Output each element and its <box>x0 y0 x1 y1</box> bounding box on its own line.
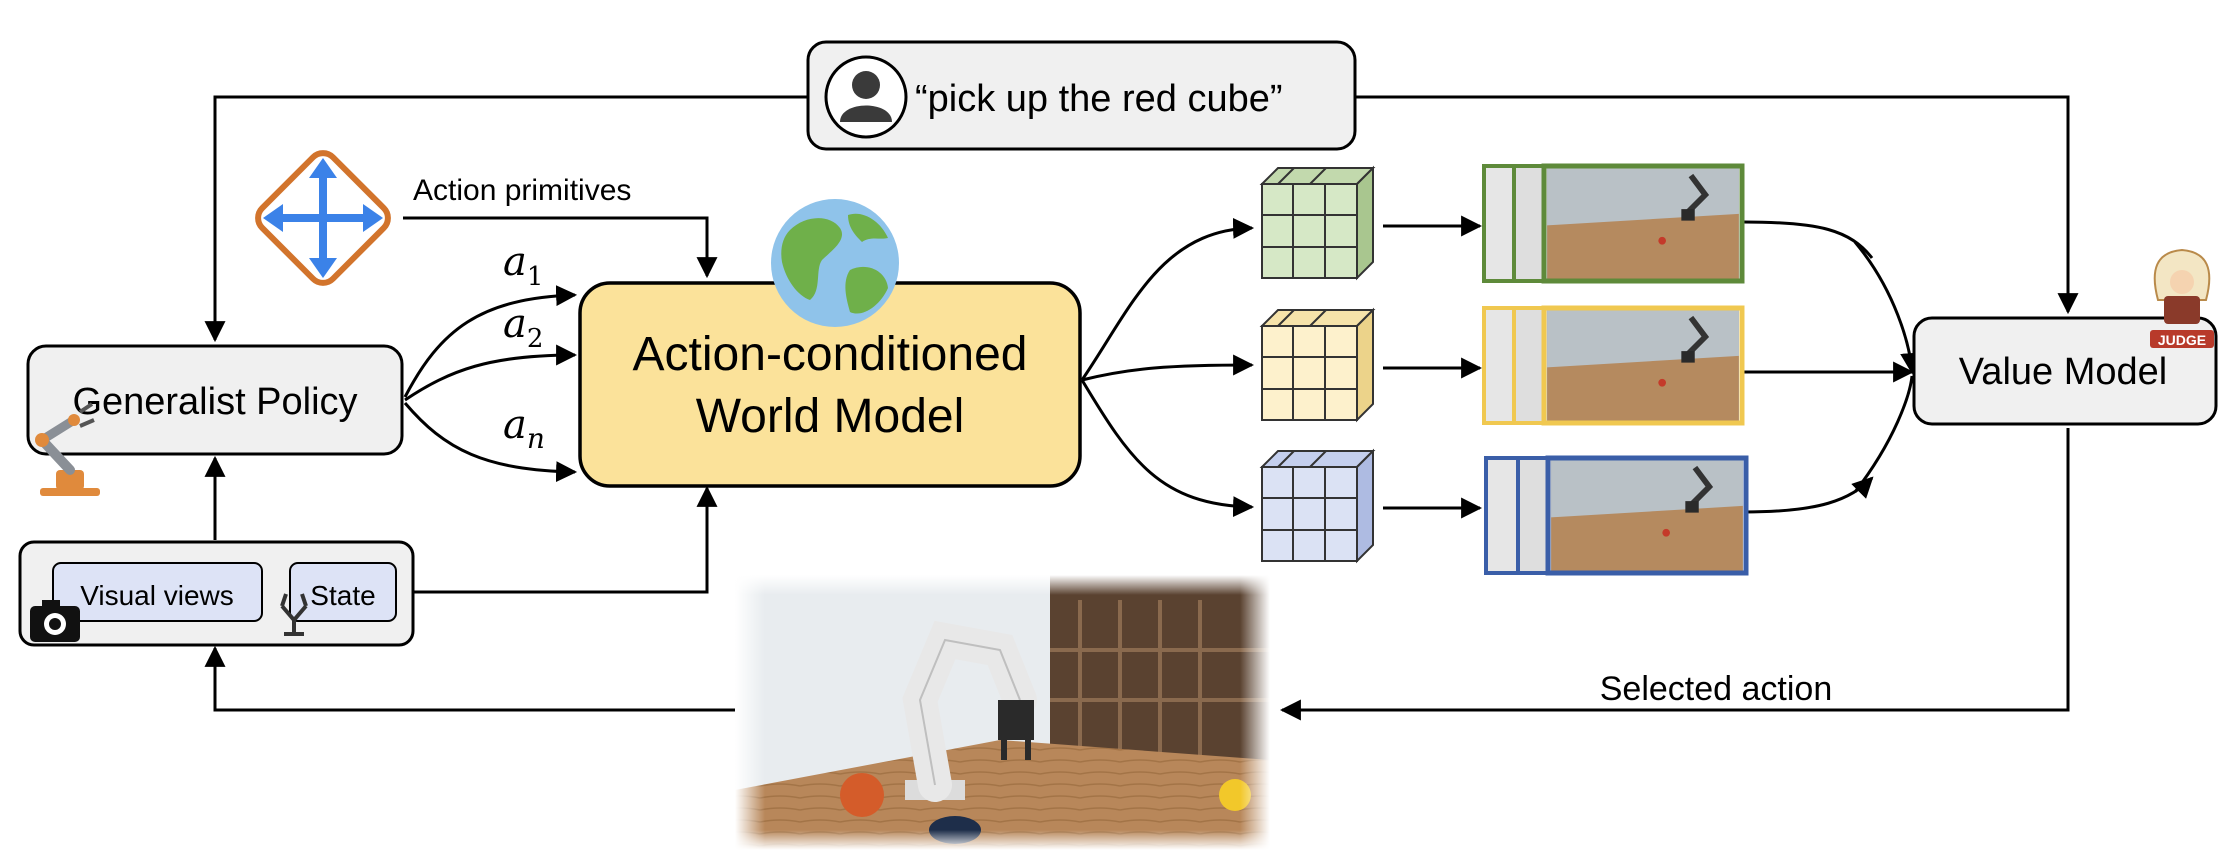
robot-arm-icon <box>35 402 100 496</box>
frames-bot-to-value-arrow-2 <box>1853 375 1914 493</box>
instruction-text: “pick up the red cube” <box>915 78 1283 120</box>
frames-bot-to-value-arrow <box>1743 476 1874 514</box>
instruction-to-policy-arrow <box>204 95 808 343</box>
judge-icon: JUDGE <box>2150 248 2214 348</box>
generalist-policy-box: Generalist Policy <box>26 344 404 456</box>
action-a2-sub: 2 <box>527 324 544 354</box>
predicted-frames-blue <box>1484 455 1749 576</box>
value-model-label: Value Model <box>1959 351 2167 393</box>
action-an-sub: n <box>527 422 545 455</box>
predicted-frames-yellow <box>1482 305 1745 426</box>
action-a1-sub: 1 <box>527 262 544 292</box>
visual-views-label: Visual views <box>80 580 234 611</box>
instruction-box: “pick up the red cube” <box>806 40 1357 151</box>
latent-cube-green <box>1259 165 1376 281</box>
action-primitives-label: Action primitives <box>413 174 631 207</box>
action-label-an: an <box>503 402 545 455</box>
value-model-box: Value Model <box>1912 316 2218 426</box>
latent-cube-blue <box>1259 448 1376 564</box>
state-label: State <box>310 580 375 611</box>
svg-text:a1: a1 <box>503 239 543 292</box>
camera-icon <box>30 600 80 642</box>
primitives-icon <box>255 150 391 286</box>
action-an-base: a <box>503 402 527 448</box>
action-a2-base: a <box>503 301 527 347</box>
world-model-to-cube-mid-arrow <box>1081 354 1255 382</box>
visual-views-box <box>52 562 263 622</box>
action-label-a2: a2 <box>503 301 543 354</box>
world-model-to-cube-top-arrow <box>1080 217 1255 381</box>
action-an-arrow <box>403 402 578 483</box>
connector-arrows <box>204 95 2079 721</box>
world-model-box: Action-conditioned World Model <box>578 281 1082 488</box>
state-box <box>289 562 397 622</box>
world-model-to-cube-bot-arrow <box>1080 379 1255 518</box>
latent-cube-yellow <box>1259 307 1376 423</box>
judge-badge: JUDGE <box>2158 332 2206 348</box>
svg-text:a2: a2 <box>503 301 543 354</box>
globe-icon <box>771 199 899 327</box>
observation-box: Visual views State <box>18 540 415 647</box>
selected-action-arrow <box>1279 428 2070 721</box>
scene-to-observation-arrow <box>204 645 735 712</box>
robot-scene-photo <box>735 575 1270 850</box>
primitives-to-world-model-arrow <box>403 216 718 279</box>
predicted-frames-green <box>1482 163 1745 284</box>
frames-top-to-value-arrow <box>1743 220 1874 259</box>
action-label-a1: a1 <box>503 239 543 292</box>
svg-text:an: an <box>503 402 545 455</box>
action-a1-base: a <box>503 239 527 285</box>
selected-action-label: Selected action <box>1600 670 1833 708</box>
world-model-line1: Action-conditioned <box>633 328 1028 381</box>
action-a2-arrow <box>404 344 578 402</box>
generalist-policy-label: Generalist Policy <box>72 381 357 423</box>
user-icon <box>824 55 908 139</box>
instruction-to-value-arrow <box>1355 95 2079 315</box>
observation-to-world-model-arrow <box>413 485 718 594</box>
gripper-icon <box>280 593 308 636</box>
frames-top-to-value-arrow-2 <box>1853 241 1922 375</box>
world-model-line2: World Model <box>696 390 965 443</box>
robot-arm-photo <box>902 620 1037 802</box>
action-a1-arrow <box>403 285 578 398</box>
